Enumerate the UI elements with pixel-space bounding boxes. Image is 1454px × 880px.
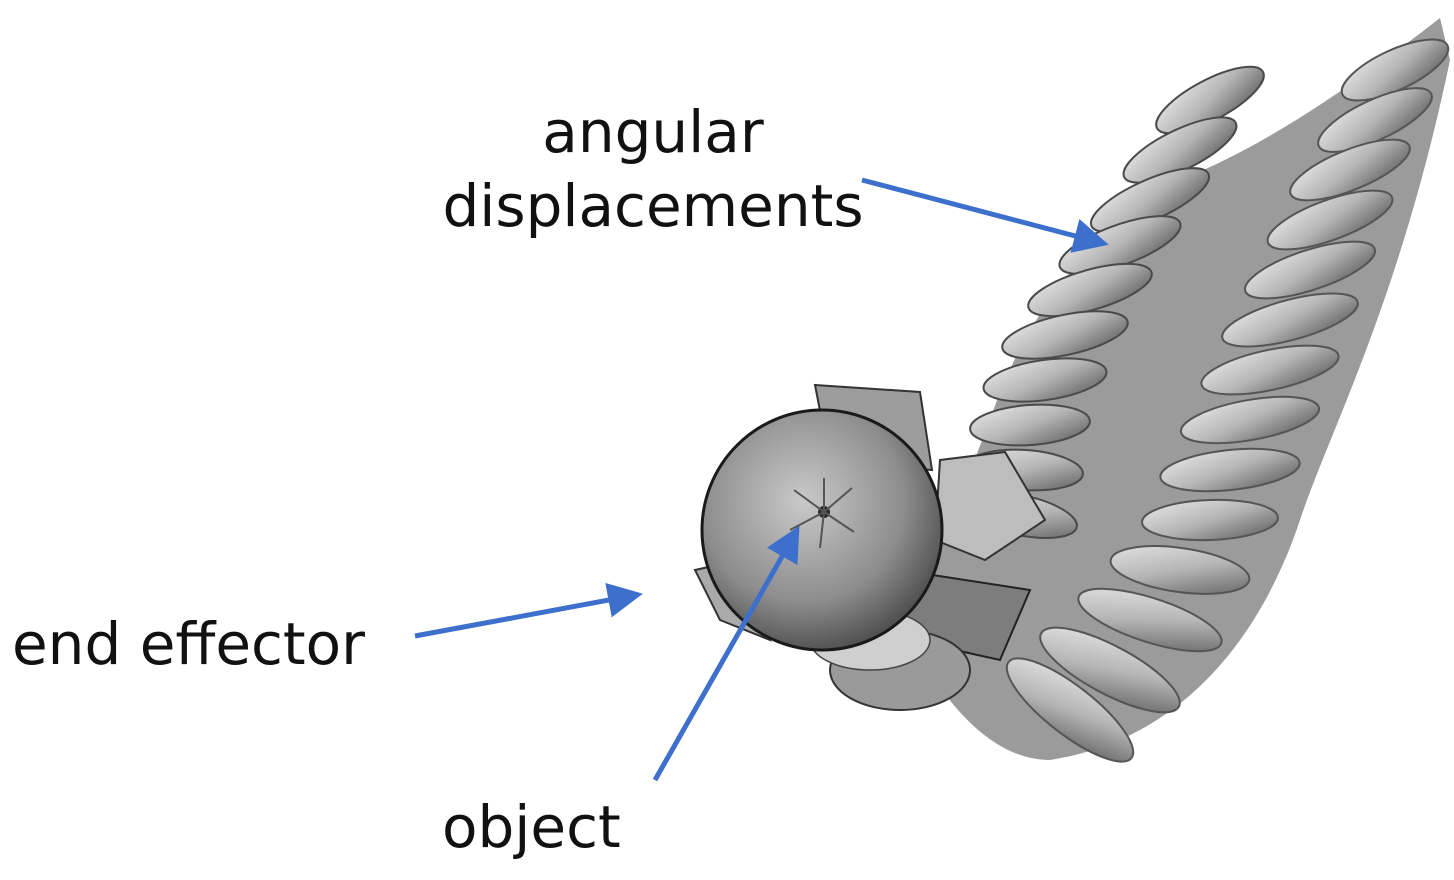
arm-ribs-back	[1005, 38, 1450, 763]
end-effector-label: end effector	[12, 610, 365, 678]
end-effector-arrow	[414, 582, 643, 639]
soft-arm-body	[900, 18, 1450, 763]
angular-displacements-arrow	[861, 177, 1109, 253]
object-arrow	[652, 525, 800, 782]
angular-displacements-label: angular displacements	[438, 95, 868, 243]
object-label: object	[442, 793, 621, 861]
angular-label-line2: displacements	[442, 172, 864, 240]
angular-label-line1: angular	[542, 98, 764, 166]
orange-object	[700, 408, 944, 652]
